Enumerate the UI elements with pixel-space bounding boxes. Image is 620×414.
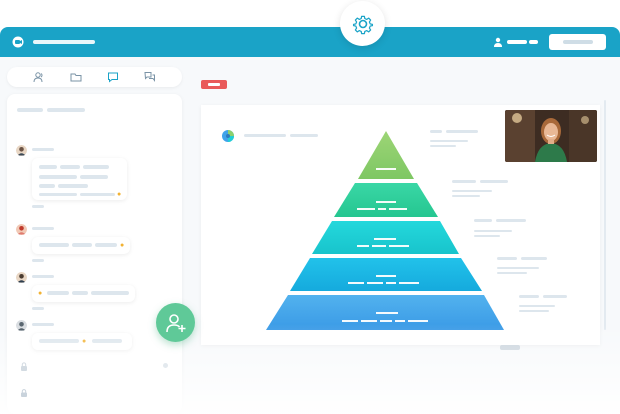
sender-name-placeholder (32, 323, 54, 326)
message-bubble: ● (32, 285, 135, 302)
app-title-placeholder (33, 40, 95, 44)
pyramid-level-1 (358, 131, 414, 179)
timestamp-placeholder (32, 259, 44, 262)
avatar (16, 145, 27, 156)
emoji-icon: ● (38, 290, 43, 297)
camera-icon (12, 36, 24, 48)
chat-panel: ● ● ● (7, 94, 182, 414)
sender-name-placeholder (32, 275, 54, 278)
timestamp-placeholder (32, 307, 44, 310)
pyramid-level-2 (334, 183, 438, 217)
chat-icon[interactable] (107, 71, 119, 83)
avatar (16, 320, 27, 331)
chat-header-placeholder (17, 108, 43, 112)
lock-icon[interactable] (20, 389, 28, 397)
message-bubble: ● (32, 333, 132, 350)
pyramid-level-4 (290, 258, 482, 291)
message-bubble: ● (32, 237, 130, 254)
participant-video[interactable] (505, 110, 597, 162)
sender-name-placeholder (32, 148, 54, 151)
emoji-icon: ● (117, 191, 122, 198)
conversation-icon[interactable] (144, 71, 156, 83)
sender-name-placeholder (32, 227, 54, 230)
folder-icon[interactable] (70, 71, 82, 83)
people-icon[interactable] (33, 71, 45, 83)
add-user-button[interactable] (156, 303, 195, 342)
pyramid-level-3 (312, 221, 459, 254)
pyramid-diagram (266, 131, 504, 330)
chat-header-placeholder (47, 108, 85, 112)
emoji-icon: ● (120, 242, 125, 249)
gear-icon (352, 15, 373, 34)
slide-pager[interactable] (500, 345, 520, 350)
participant-video-feed (505, 110, 597, 162)
user-menu-placeholder[interactable] (529, 40, 538, 44)
timestamp-placeholder (32, 205, 44, 208)
emoji-icon: ● (82, 338, 87, 345)
sidebar-tab-bar (7, 67, 182, 87)
settings-dot[interactable] (163, 363, 168, 368)
slide-title-placeholder (244, 134, 286, 137)
chart-logo-icon (222, 130, 234, 142)
avatar (16, 224, 27, 235)
add-user-icon (165, 313, 185, 332)
lock-icon[interactable] (20, 362, 28, 371)
live-badge (201, 80, 227, 89)
settings-button[interactable] (340, 1, 385, 46)
avatar (16, 272, 27, 283)
user-icon[interactable] (493, 37, 503, 47)
scrollbar[interactable] (604, 100, 606, 330)
title-bar (0, 27, 620, 57)
user-name-placeholder[interactable] (507, 40, 527, 44)
header-action-button[interactable] (549, 34, 606, 50)
slide-title-placeholder (290, 134, 318, 137)
message-bubble: ● (32, 158, 127, 200)
